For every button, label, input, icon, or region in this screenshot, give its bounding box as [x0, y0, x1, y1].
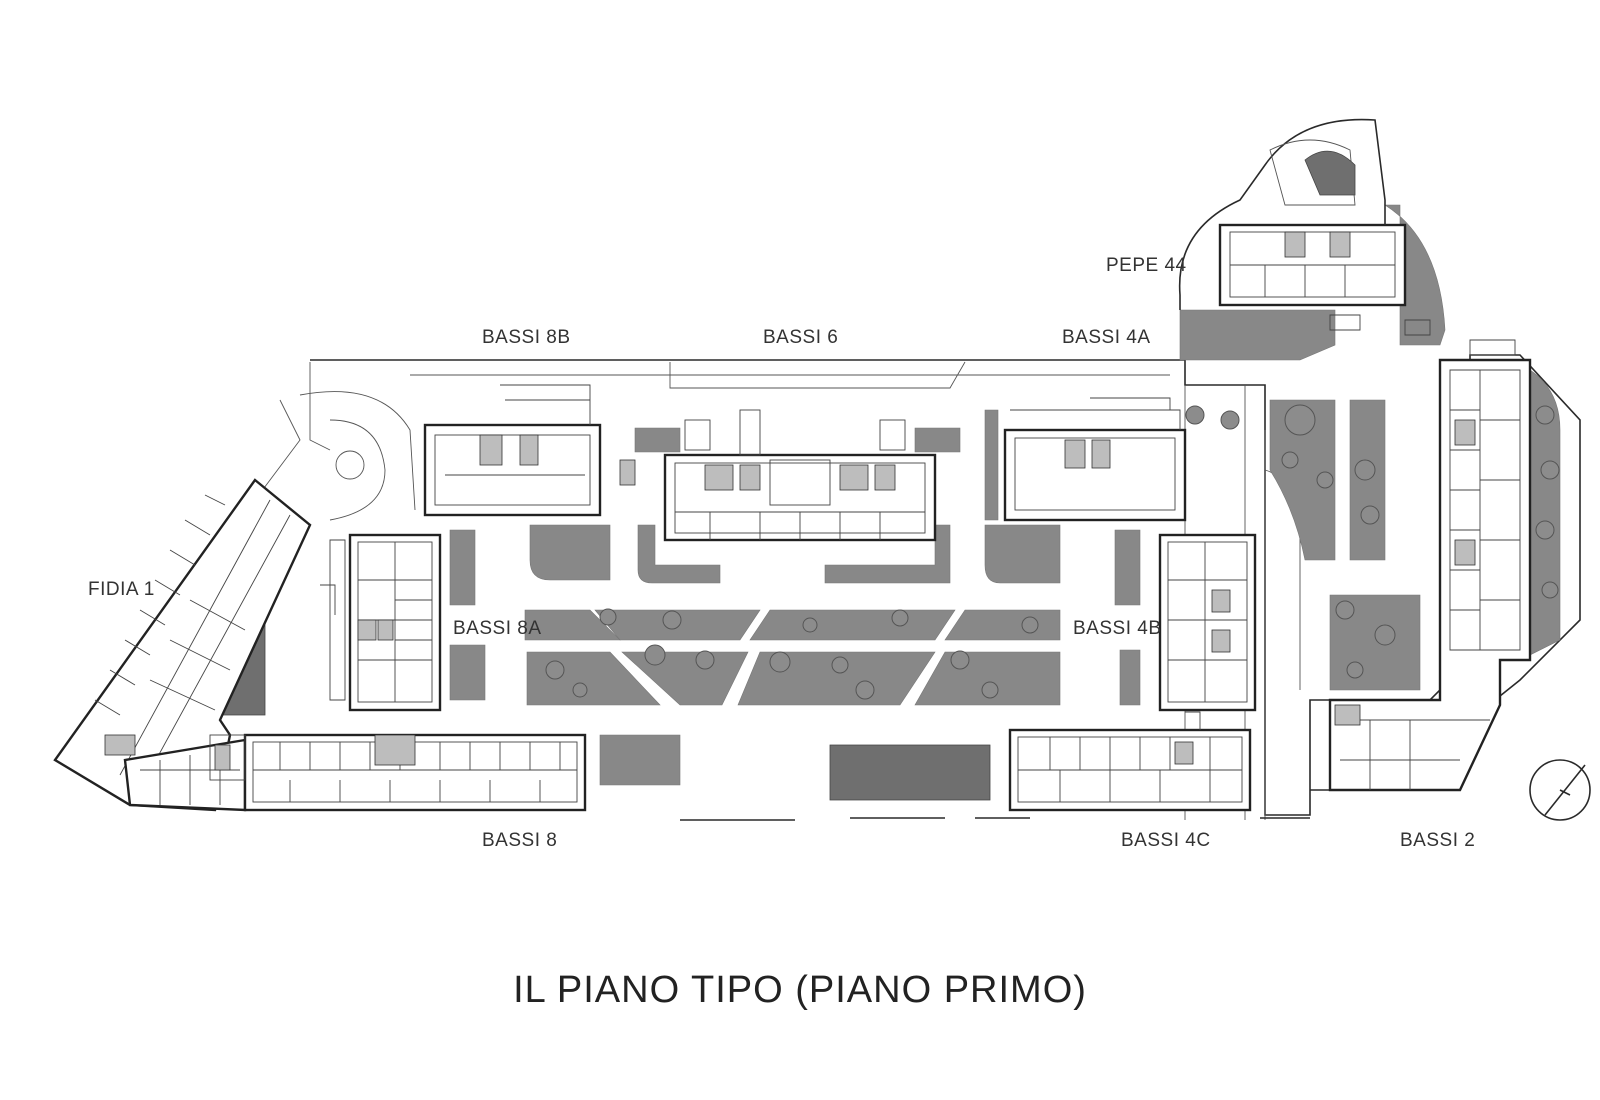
building-bassi4b — [1158, 533, 1257, 712]
trees — [545, 404, 1560, 700]
label-bassi8a: BASSI 8A — [453, 618, 542, 639]
building-bassi8b — [423, 384, 602, 517]
building-bassi6 — [619, 409, 937, 542]
building-bassi4a — [1003, 397, 1187, 522]
label-pepe44: PEPE 44 — [1106, 255, 1187, 276]
label-fidia1: FIDIA 1 — [88, 579, 155, 600]
page-title: IL PIANO TIPO (PIANO PRIMO) — [513, 969, 1087, 1011]
building-pepe44 — [1178, 118, 1431, 336]
label-bassi2: BASSI 2 — [1400, 830, 1475, 851]
north-arrow-icon — [1529, 759, 1591, 821]
label-bassi4a: BASSI 4A — [1062, 327, 1151, 348]
building-bassi4c — [1008, 711, 1252, 812]
label-bassi8b: BASSI 8B — [482, 327, 571, 348]
label-bassi4c: BASSI 4C — [1121, 830, 1211, 851]
label-bassi6: BASSI 6 — [763, 327, 838, 348]
label-bassi8: BASSI 8 — [482, 830, 557, 851]
green-areas — [207, 204, 1561, 801]
building-bassi2 — [1328, 339, 1532, 792]
building-bassi8a — [320, 533, 442, 712]
label-bassi4b: BASSI 4B — [1073, 618, 1162, 639]
building-bassi8 — [209, 733, 587, 812]
